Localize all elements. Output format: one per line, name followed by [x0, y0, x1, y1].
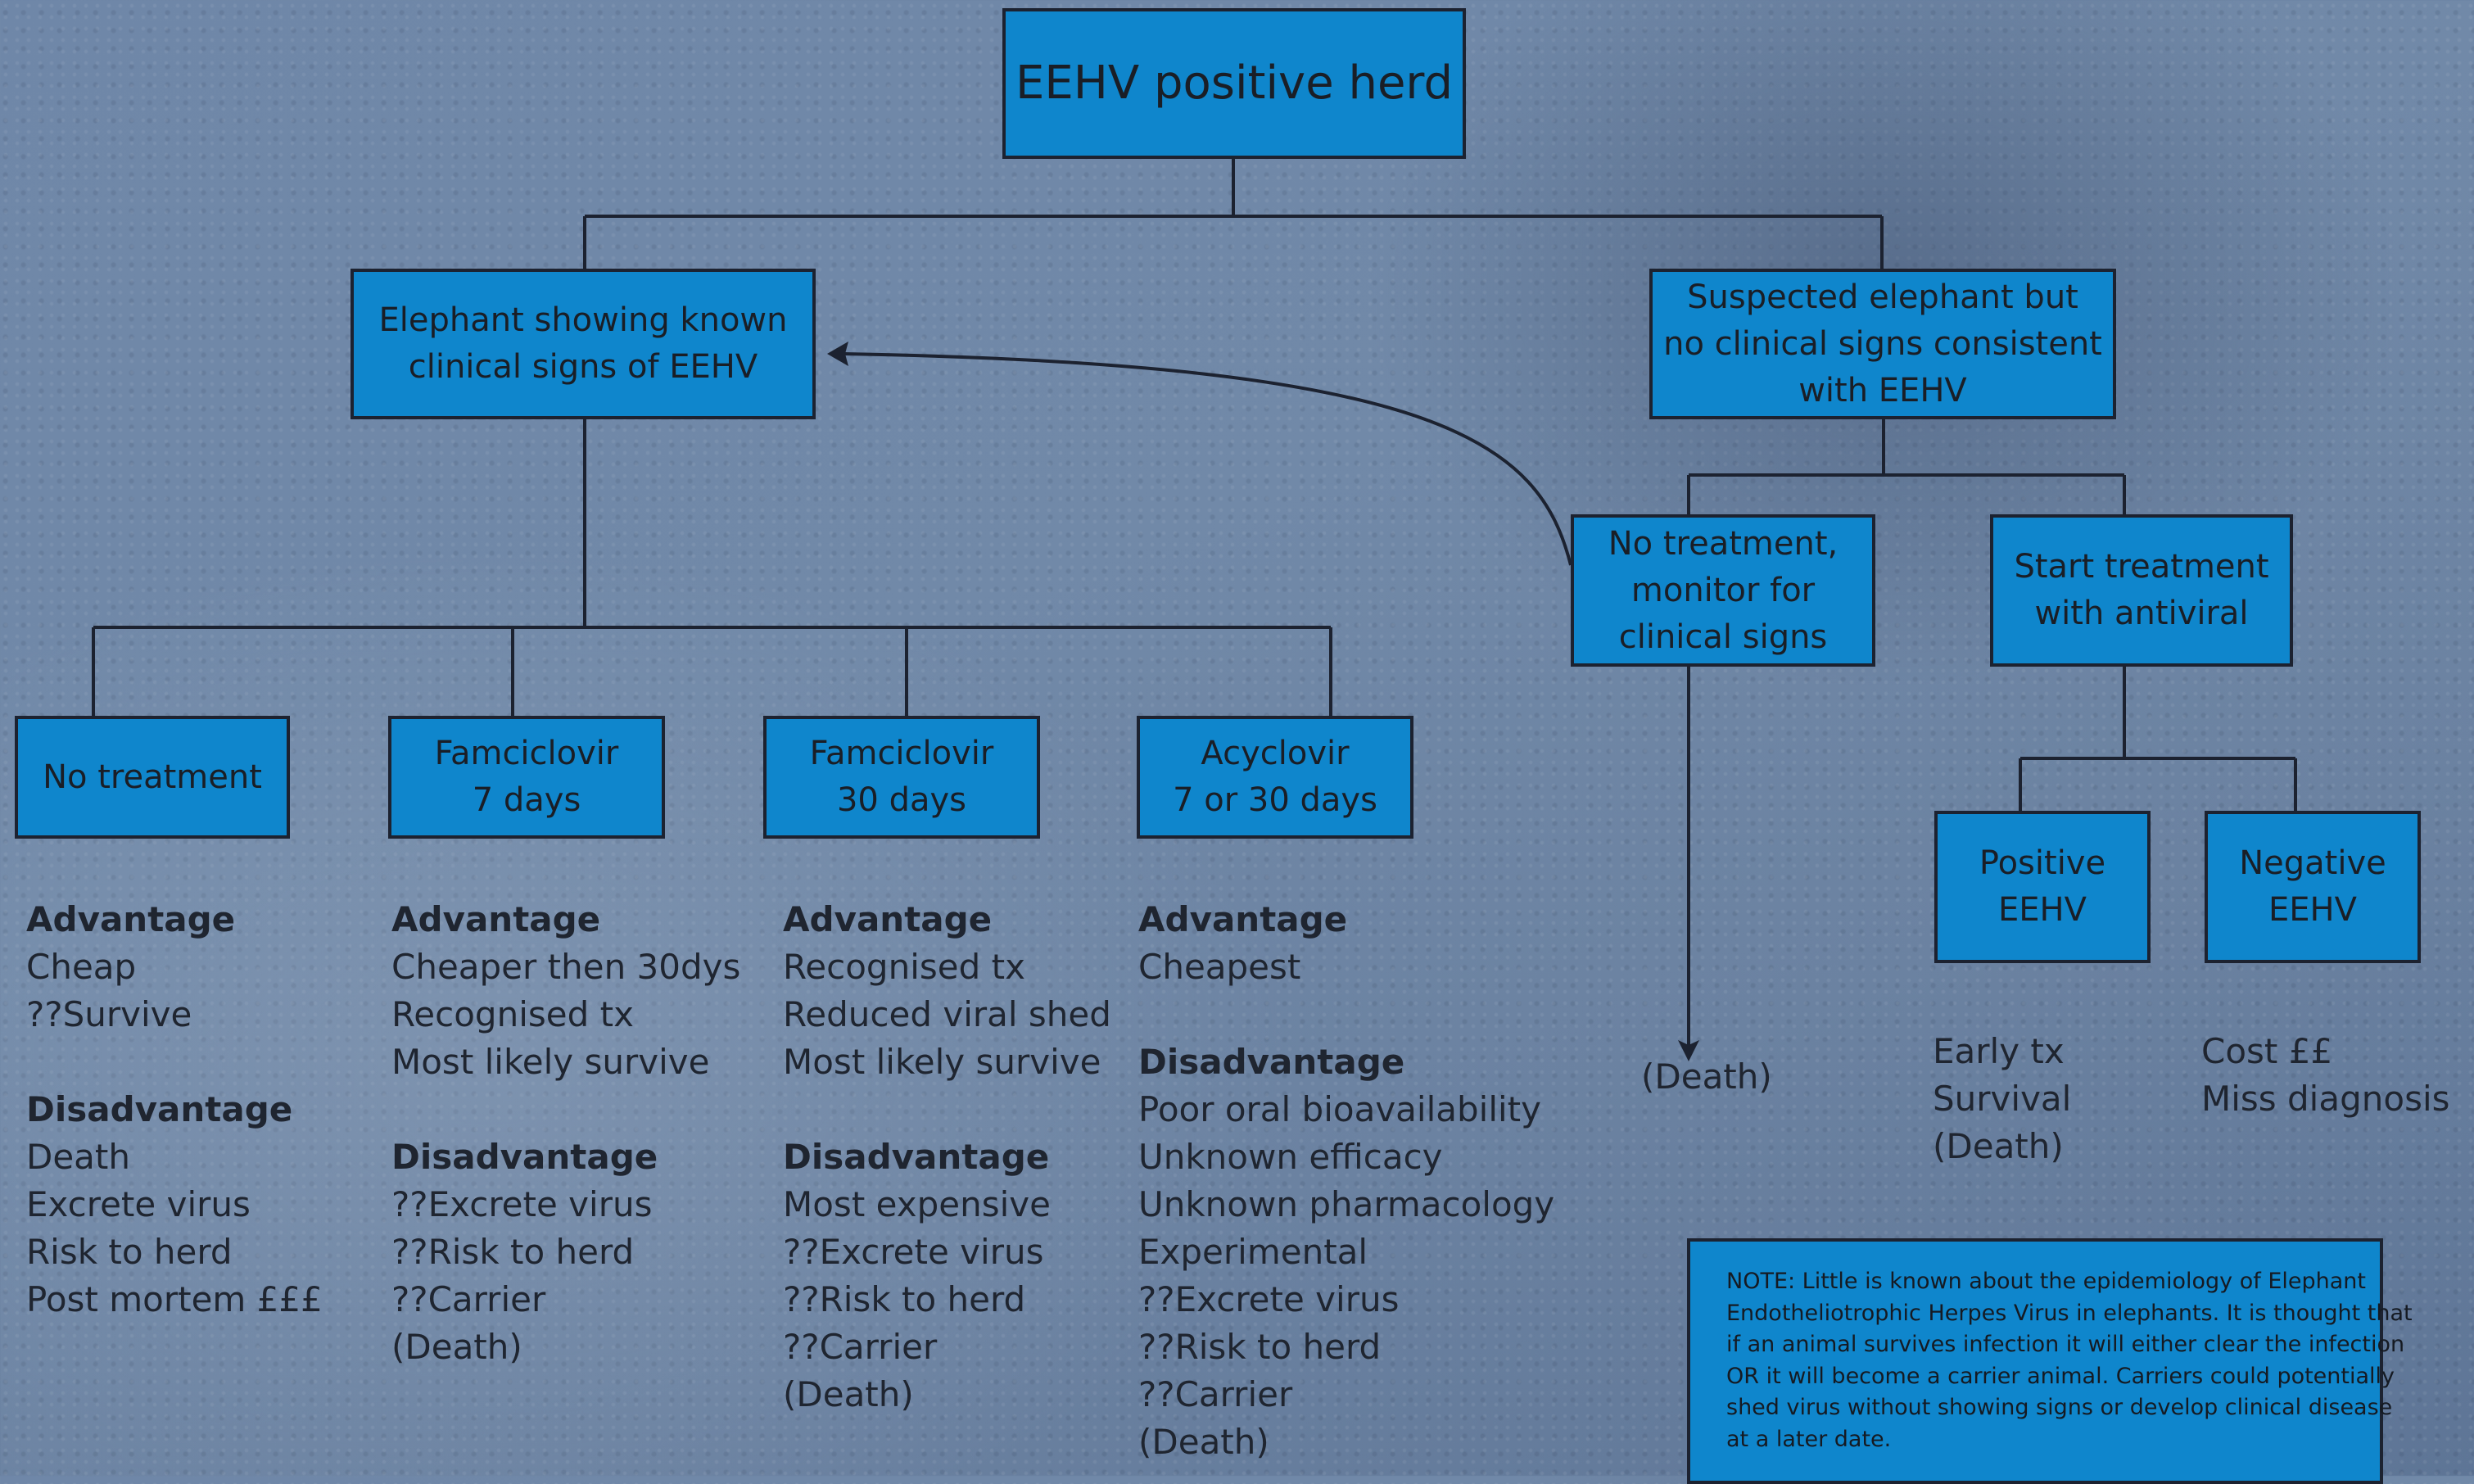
advantage-heading: Advantage: [783, 899, 993, 939]
node-eehv-positive-herd: EEHV positive herd: [1002, 8, 1466, 159]
disadvantage-item: Poor oral bioavailability: [1138, 1089, 1541, 1129]
advantage-heading: Advantage: [26, 899, 236, 939]
disadvantage-item: ??Risk to herd: [391, 1232, 635, 1272]
disadvantage-item: ??Carrier: [1138, 1374, 1293, 1414]
disadvantage-item: Unknown pharmacology: [1138, 1184, 1555, 1224]
disadvantage-item: ??Excrete virus: [783, 1232, 1044, 1272]
epidemiology-note: NOTE: Little is known about the epidemio…: [1687, 1238, 2413, 1484]
node-famciclovir-7: Famciclovir 7 days: [388, 716, 665, 839]
advantage-item: Most likely survive: [391, 1042, 710, 1082]
disadvantage-item: Post mortem £££: [26, 1279, 323, 1319]
advantage-item: Cheap: [26, 947, 137, 987]
node-known-clinical-signs: Elephant showing known clinical signs of…: [351, 269, 816, 419]
note-line: Endotheliotrophic Herpes Virus in elepha…: [1726, 1300, 2413, 1326]
disadvantage-heading: Disadvantage: [26, 1089, 293, 1129]
node-acyclovir: Acyclovir 7 or 30 days: [1137, 716, 1413, 839]
disadvantage-item: ??Excrete virus: [391, 1184, 653, 1224]
advantage-item: Reduced viral shed: [783, 994, 1111, 1034]
node-no-treatment: No treatment: [15, 716, 290, 839]
advantage-item: ??Survive: [26, 994, 192, 1034]
negative-outcomes: Cost ££ Miss diagnosis: [2201, 1028, 2450, 1123]
disadvantage-item: Unknown efficacy: [1138, 1137, 1443, 1177]
disadvantage-heading: Disadvantage: [391, 1137, 658, 1177]
advantage-item: Cheapest: [1138, 947, 1301, 987]
node-no-treatment-monitor: No treatment, monitor for clinical signs: [1571, 514, 1875, 667]
outcome-item: Cost ££: [2201, 1031, 2333, 1071]
node-negative-eehv: Negative EEHV: [2205, 811, 2421, 963]
node-positive-eehv: Positive EEHV: [1934, 811, 2151, 963]
advantage-item: Cheaper then 30dys: [391, 947, 741, 987]
disadvantage-heading: Disadvantage: [1138, 1042, 1405, 1082]
disadvantage-item: Death: [26, 1137, 131, 1177]
outcome-item: Early tx: [1933, 1031, 2065, 1071]
advantage-item: Recognised tx: [391, 994, 634, 1034]
arrowhead-known-signs: [827, 342, 848, 366]
node-famciclovir-30: Famciclovir 30 days: [763, 716, 1040, 839]
note-line: NOTE: Little is known about the epidemio…: [1726, 1269, 2366, 1294]
outcome-item: Miss diagnosis: [2201, 1079, 2450, 1119]
disadvantage-item: Excrete virus: [26, 1184, 251, 1224]
advantage-item: Most likely survive: [783, 1042, 1101, 1082]
column-no-treatment: Advantage Cheap ??Survive Disadvantage D…: [26, 896, 323, 1323]
connector-feedback-arrow: [843, 352, 1572, 566]
connector-root: [583, 159, 1884, 272]
disadvantage-item: ??Carrier: [783, 1327, 938, 1367]
disadvantage-item: Experimental: [1138, 1232, 1368, 1272]
connector-known-signs: [92, 418, 1332, 719]
connector-suspected: [1687, 418, 2126, 516]
disadvantage-item: ??Risk to herd: [783, 1279, 1026, 1319]
node-suspected-no-signs: Suspected elephant but no clinical signs…: [1649, 269, 2116, 419]
disadvantage-item: ??Risk to herd: [1138, 1327, 1382, 1367]
note-line: OR it will become a carrier animal. Carr…: [1726, 1363, 2395, 1389]
note-line: if an animal survives infection it will …: [1726, 1332, 2405, 1357]
connector-antiviral: [2019, 665, 2297, 812]
disadvantage-heading: Disadvantage: [783, 1137, 1050, 1177]
column-famciclovir-7: Advantage Cheaper then 30dys Recognised …: [391, 896, 740, 1371]
disadvantage-item: Most expensive: [783, 1184, 1051, 1224]
monitor-death-outcome: (Death): [1641, 1056, 1772, 1097]
advantage-heading: Advantage: [391, 899, 601, 939]
advantage-heading: Advantage: [1138, 899, 1348, 939]
disadvantage-item: Risk to herd: [26, 1232, 233, 1272]
positive-outcomes: Early tx Survival (Death): [1933, 1028, 2071, 1170]
outcome-item: Survival: [1933, 1079, 2072, 1119]
node-start-antiviral: Start treatment with antiviral: [1990, 514, 2293, 667]
note-line: shed virus without showing signs or deve…: [1726, 1395, 2393, 1420]
note-line: at a later date.: [1726, 1426, 1892, 1452]
disadvantage-item: (Death): [1138, 1422, 1269, 1462]
disadvantage-item: ??Excrete virus: [1138, 1279, 1400, 1319]
disadvantage-item: ??Carrier: [391, 1279, 546, 1319]
column-acyclovir: Advantage Cheapest Disadvantage Poor ora…: [1138, 896, 1554, 1466]
advantage-item: Recognised tx: [783, 947, 1025, 987]
column-famciclovir-30: Advantage Recognised tx Reduced viral sh…: [783, 896, 1111, 1418]
arrowhead-death: [1678, 1040, 1699, 1061]
disadvantage-item: (Death): [391, 1327, 522, 1367]
outcome-item: (Death): [1933, 1126, 2064, 1166]
disadvantage-item: (Death): [783, 1374, 914, 1414]
